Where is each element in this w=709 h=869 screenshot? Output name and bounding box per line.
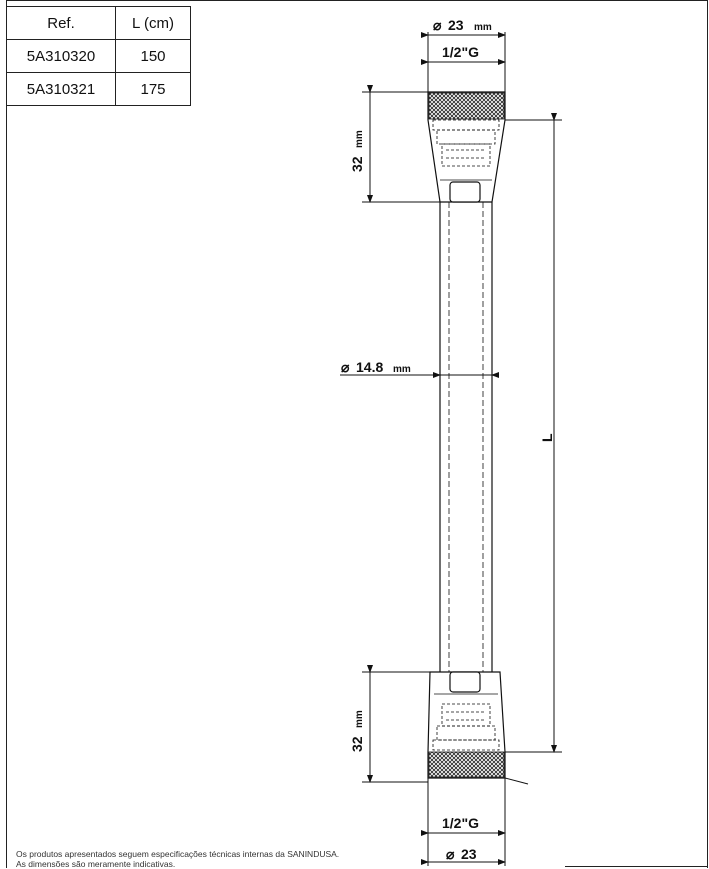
- hose-diameter-unit: mm: [393, 364, 411, 375]
- hose-body: [439, 202, 493, 672]
- top-thread-label: 1/2"G: [442, 44, 479, 60]
- bottom-diameter-value: 23: [461, 846, 477, 862]
- bottom-height-dimension: 32 mm: [349, 665, 430, 783]
- bottom-height-unit: mm: [354, 710, 365, 728]
- header-length: L (cm): [115, 6, 191, 40]
- hose-diameter-dimension: ⌀ 14.8 mm: [340, 359, 499, 378]
- top-thread-dimension: 1/2"G: [421, 44, 506, 65]
- top-height-value: 32: [349, 156, 365, 172]
- hose-diameter-value: 14.8: [356, 359, 383, 375]
- bottom-fitting: [427, 671, 529, 785]
- top-diameter-unit: mm: [474, 22, 492, 33]
- top-fitting: [427, 91, 506, 203]
- footnote: Os produtos apresentados seguem especifi…: [16, 849, 339, 869]
- top-diameter-symbol: ⌀: [433, 17, 442, 33]
- bottom-thread-label: 1/2"G: [442, 815, 479, 831]
- cell-length: 175: [115, 72, 191, 106]
- frame-bottom-line: [565, 866, 708, 867]
- reference-table: Ref. L (cm) 5A310320 150 5A310321 175: [6, 6, 191, 106]
- footnote-line-1: Os produtos apresentados seguem especifi…: [16, 849, 340, 859]
- footnote-line-2: As dimensões são meramente indicativas.: [16, 859, 176, 869]
- table-header-row: Ref. L (cm): [6, 6, 191, 40]
- bottom-thread-dimension: 1/2"G: [421, 778, 506, 866]
- bottom-diameter-dimension: ⌀ 23: [421, 846, 506, 865]
- top-height-dimension: 32 mm: [349, 85, 440, 203]
- table-row: 5A310321 175: [6, 72, 191, 106]
- length-label: L: [539, 433, 555, 442]
- hose-diameter-symbol: ⌀: [341, 359, 350, 375]
- top-height-unit: mm: [354, 130, 365, 148]
- top-diameter-value: 23: [448, 17, 464, 33]
- table-row: 5A310320 150: [6, 39, 191, 73]
- length-dimension: L: [505, 113, 562, 753]
- page-frame: [6, 0, 708, 868]
- cell-ref: 5A310321: [6, 72, 116, 106]
- bottom-height-value: 32: [349, 736, 365, 752]
- bottom-diameter-symbol: ⌀: [446, 846, 455, 862]
